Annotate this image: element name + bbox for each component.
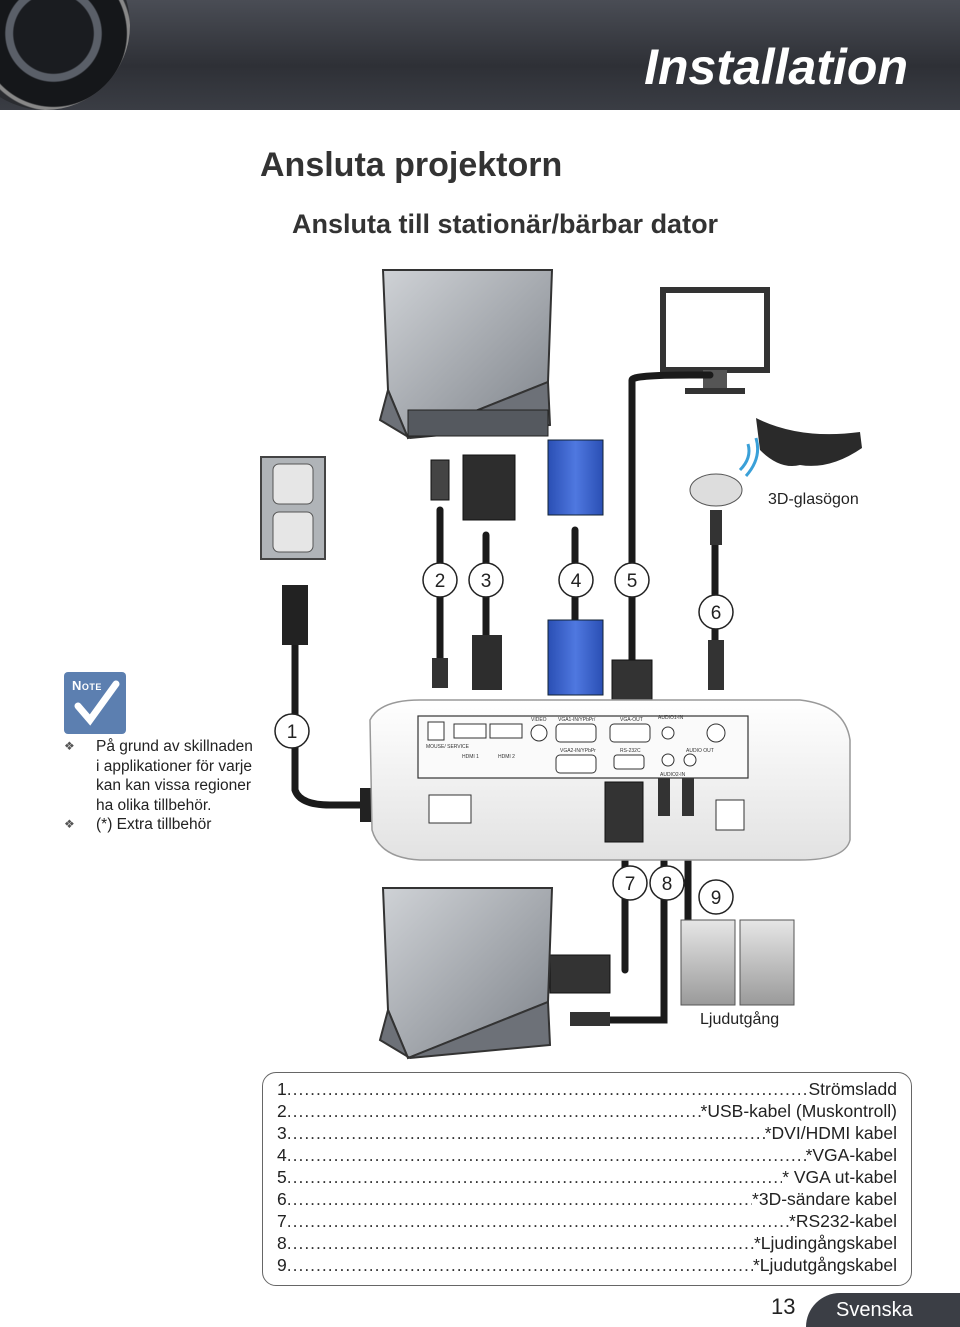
port-label-rs232: RS-232C [620,748,641,754]
language-tab [806,1293,960,1327]
dvi-hdmi-connector [462,454,516,690]
legend-row: 6*3D-sändare kabel [277,1189,897,1211]
diamond-bullet-icon: ❖ [64,817,75,831]
projector [369,699,851,861]
callout-8: 8 [649,865,685,901]
note-list: ❖På grund av skillnaden i applikationer … [64,737,254,835]
laptop-top [378,269,554,440]
power-outlet [260,456,326,560]
page-title: Ansluta projektorn [260,146,563,184]
note-item: ❖På grund av skillnaden i applikationer … [64,738,253,814]
svg-text:5: 5 [627,571,638,592]
legend-row: 5* VGA ut-kabel [277,1167,897,1189]
note-icon: Note [64,672,126,734]
svg-text:3: 3 [481,571,492,592]
legend-row: 4*VGA-kabel [277,1145,897,1167]
header-bar: Installation [0,0,960,110]
svg-text:1: 1 [287,722,298,743]
usb-connector [430,459,450,688]
callout-1: 1 [274,713,310,749]
svg-text:7: 7 [625,874,636,895]
monitor [660,287,770,394]
port-label-vga-out: VGA-OUT [620,717,643,723]
port-label-vga1: VGA1-IN/YPbPr/ [558,717,596,723]
glasses-label: 3D-glasögon [768,491,859,508]
section-title: Installation [644,39,908,95]
3d-emitter [689,437,760,690]
cable-legend: 1Strömsladd 2*USB-kabel (Muskontroll) 3*… [262,1072,912,1286]
svg-text:2: 2 [435,571,446,592]
callout-7: 7 [612,865,648,901]
callout-9: 9 [698,879,734,915]
callout-2: 2 [422,562,458,598]
speakers-label: Ljudutgång [700,1010,779,1028]
port-label-audio-out: AUDIO OUT [686,748,714,754]
language-label: Svenska [836,1299,913,1321]
audio-connectors [570,778,694,1026]
speakers [680,919,795,1006]
legend-row: 1Strömsladd [277,1079,897,1101]
svg-text:6: 6 [711,603,722,624]
callout-4: 4 [558,562,594,598]
checkmark-icon [74,680,120,726]
legend-row: 3*DVI/HDMI kabel [277,1123,897,1145]
note-item: ❖(*) Extra tillbehör [64,816,212,833]
vga-connector [547,439,604,696]
port-label-vga2: VGA2-IN/YPbPr [560,748,596,754]
laptop-bottom [378,887,554,1060]
port-label-hdmi1: HDMI 1 [462,754,479,760]
port-label-audio-in2: AUDIO2-IN [660,772,686,778]
port-label-audio-in1: AUDIO1-IN [658,715,684,721]
note-label: Note [72,678,102,693]
svg-text:9: 9 [711,888,722,909]
legend-row: 9*Ljudutgångskabel [277,1255,897,1277]
port-label-video: VIDEO [531,717,547,723]
rs232-connector [549,781,644,994]
callout-3: 3 [468,562,504,598]
page-subtitle: Ansluta till stationär/bärbar dator [292,209,719,239]
legend-row: 8*Ljudingångskabel [277,1233,897,1255]
svg-text:8: 8 [662,874,673,895]
3d-glasses [756,418,862,466]
callout-5: 5 [614,562,650,598]
diamond-bullet-icon: ❖ [64,739,75,753]
svg-text:4: 4 [571,571,582,592]
port-label-mouse: MOUSE/ SERVICE [426,744,470,750]
legend-row: 7*RS232-kabel [277,1211,897,1233]
legend-row: 2*USB-kabel (Muskontroll) [277,1101,897,1123]
callout-6: 6 [698,594,734,630]
page-number: 13 [771,1294,796,1319]
port-label-hdmi2: HDMI 2 [498,754,515,760]
